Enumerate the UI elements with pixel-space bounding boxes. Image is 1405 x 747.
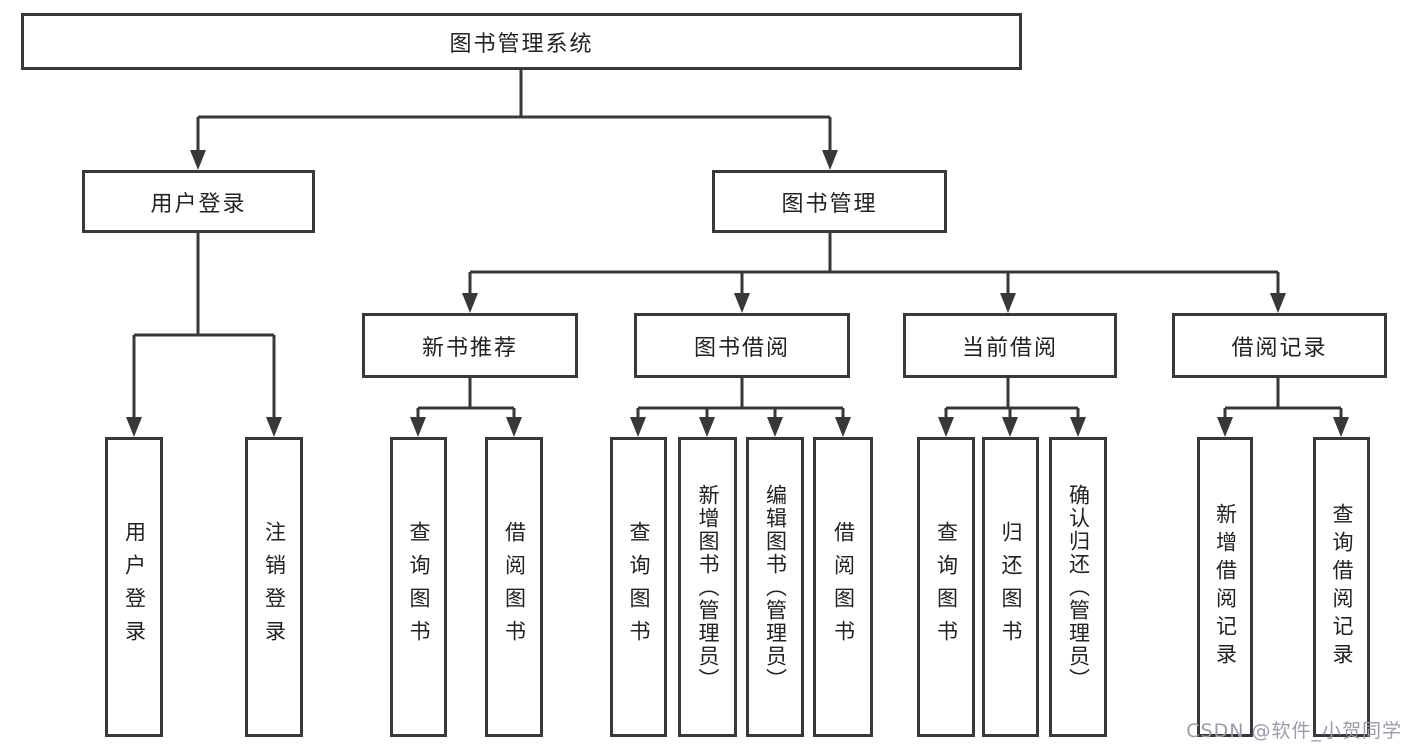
node-label: 图书借阅: [693, 335, 790, 361]
watermark: CSDN @软件_小贺同学: [1186, 720, 1402, 742]
node-leaf-confirm-return-admin: 确认归还（管理员）: [1049, 437, 1107, 737]
node-new-book-recommend: 新书推荐: [362, 313, 578, 378]
node-book-management: 图书管理: [712, 170, 947, 233]
node-label: 注销登录: [262, 521, 287, 653]
node-user-login: 用户登录: [82, 170, 315, 233]
node-leaf-borrow-books: 借阅图书: [485, 437, 543, 737]
node-label: 查询图书: [934, 521, 959, 653]
node-leaf-query-books: 查询图书: [390, 437, 447, 737]
node-label: 用户登录: [122, 521, 147, 653]
node-leaf-logout: 注销登录: [245, 437, 303, 737]
node-label: 当前借阅: [961, 335, 1058, 361]
node-leaf-return-books: 归还图书: [982, 437, 1039, 737]
node-label: 确认归还（管理员）: [1066, 483, 1091, 691]
node-leaf-add-borrow-record: 新增借阅记录: [1197, 437, 1253, 737]
node-label: 新增借阅记录: [1213, 503, 1238, 671]
node-label: 图书管理: [781, 191, 878, 217]
node-leaf-user-login: 用户登录: [105, 437, 163, 737]
node-label: 用户登录: [150, 191, 247, 217]
node-label: 新书推荐: [421, 335, 518, 361]
node-label: 图书管理系统: [449, 31, 594, 57]
node-root-system: 图书管理系统: [21, 13, 1022, 70]
node-label: 借阅记录: [1231, 335, 1328, 361]
node-book-borrow: 图书借阅: [634, 313, 850, 378]
node-current-borrow: 当前借阅: [903, 313, 1117, 378]
node-borrow-record: 借阅记录: [1172, 313, 1387, 378]
node-label: 借阅图书: [831, 521, 856, 653]
node-label: 借阅图书: [502, 521, 527, 653]
node-label: 新增图书（管理员）: [696, 483, 720, 691]
node-leaf-borrow-books: 借阅图书: [813, 437, 873, 737]
node-leaf-query-books: 查询图书: [917, 437, 975, 737]
node-leaf-query-borrow-record: 查询借阅记录: [1313, 437, 1370, 737]
node-label: 编辑图书（管理员）: [763, 483, 788, 691]
node-label: 归还图书: [999, 521, 1023, 653]
node-leaf-add-books-admin: 新增图书（管理员）: [678, 437, 737, 737]
node-label: 查询图书: [627, 521, 651, 653]
node-leaf-query-books: 查询图书: [610, 437, 667, 737]
node-leaf-edit-books-admin: 编辑图书（管理员）: [746, 437, 804, 737]
node-label: 查询图书: [407, 521, 431, 653]
node-label: 查询借阅记录: [1330, 503, 1354, 671]
